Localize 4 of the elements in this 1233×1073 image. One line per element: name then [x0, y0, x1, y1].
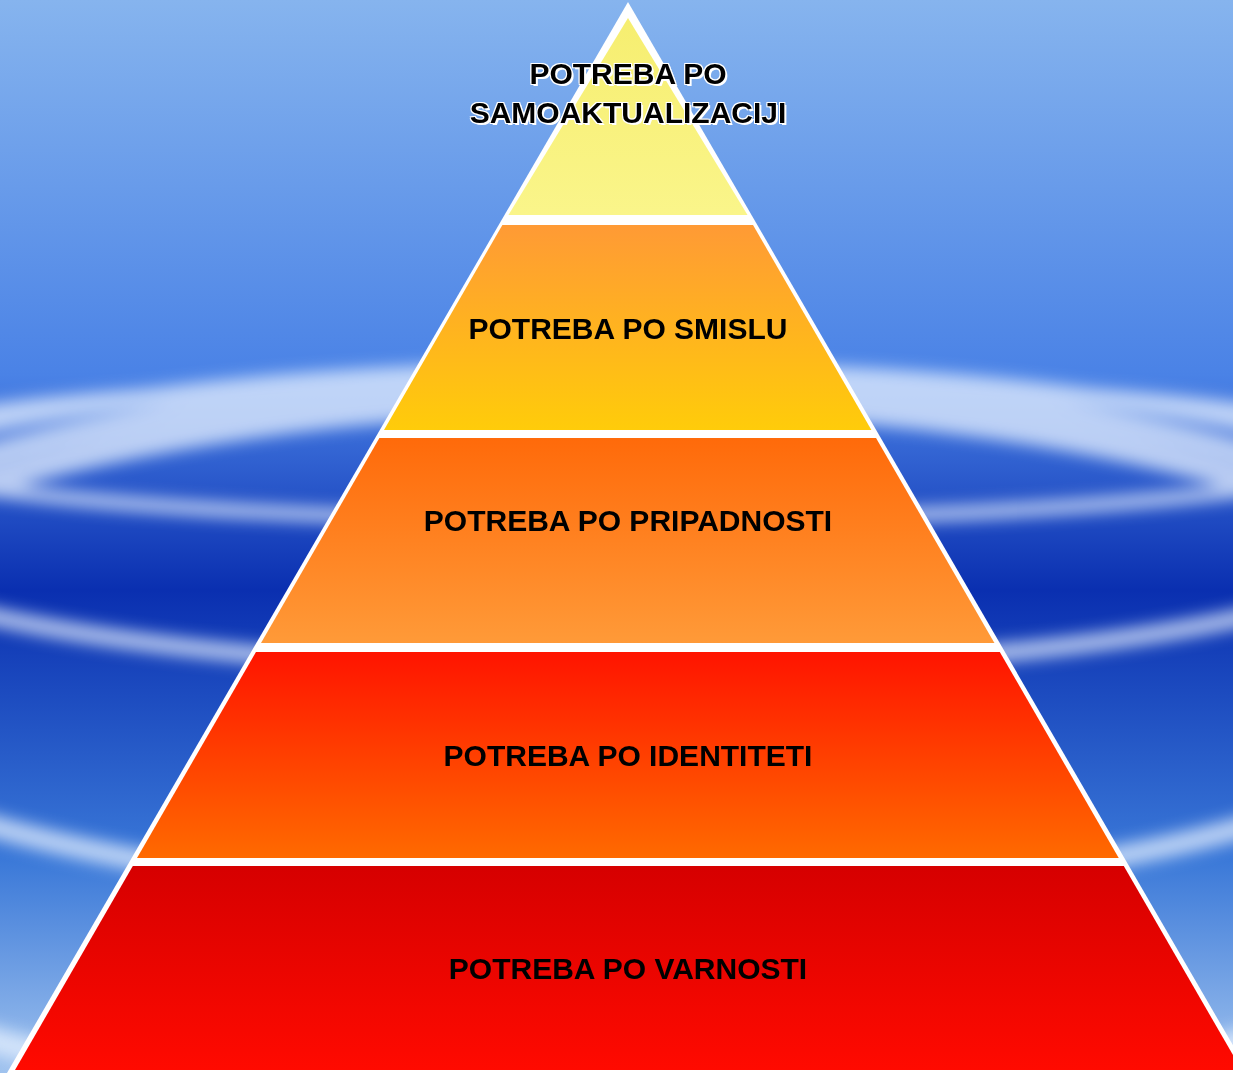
tier-label: POTREBA PO SMISLU	[468, 310, 788, 346]
tier-label: POTREBA PO IDENTITETI	[443, 737, 813, 774]
tier-label: POTREBA PO PRIPADNOSTI	[423, 502, 833, 539]
tier-label: POTREBA PO VARNOSTI	[448, 950, 808, 987]
